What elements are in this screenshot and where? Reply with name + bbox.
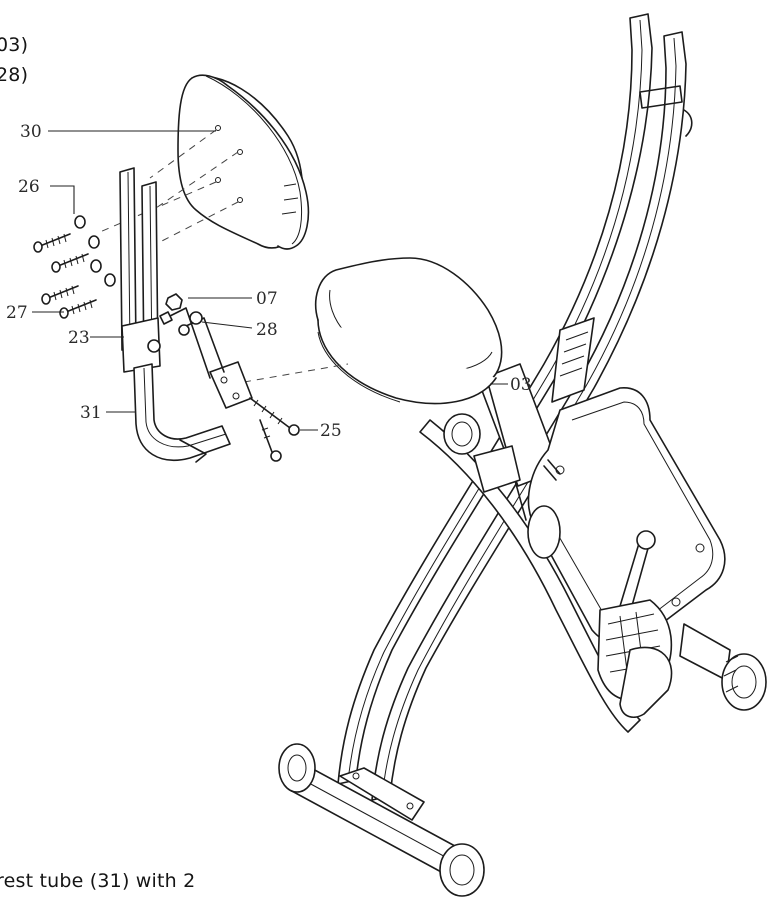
callout-leaders: [32, 130, 508, 431]
callout-30: 30: [20, 122, 42, 142]
backrest-bracket-part-23: [119, 167, 161, 373]
callout-27: 27: [6, 303, 28, 323]
callout-25: 25: [320, 421, 342, 441]
callout-23: 23: [68, 328, 90, 348]
cropped-instruction-text: rest tube (31) with 2: [0, 870, 196, 892]
backrest-pad-part-30: [177, 74, 310, 250]
cropped-text-top-1: 03): [0, 34, 29, 56]
callout-03: 03: [510, 375, 532, 395]
bolts-and-washers: [33, 215, 300, 462]
callout-26: 26: [18, 177, 40, 197]
callout-28: 28: [256, 320, 278, 340]
cropped-text-top-2: 28): [0, 64, 29, 86]
callout-31: 31: [80, 403, 102, 423]
bike-frame: [278, 13, 767, 897]
callout-07: 07: [256, 289, 278, 309]
seat-part-03: [314, 257, 503, 405]
